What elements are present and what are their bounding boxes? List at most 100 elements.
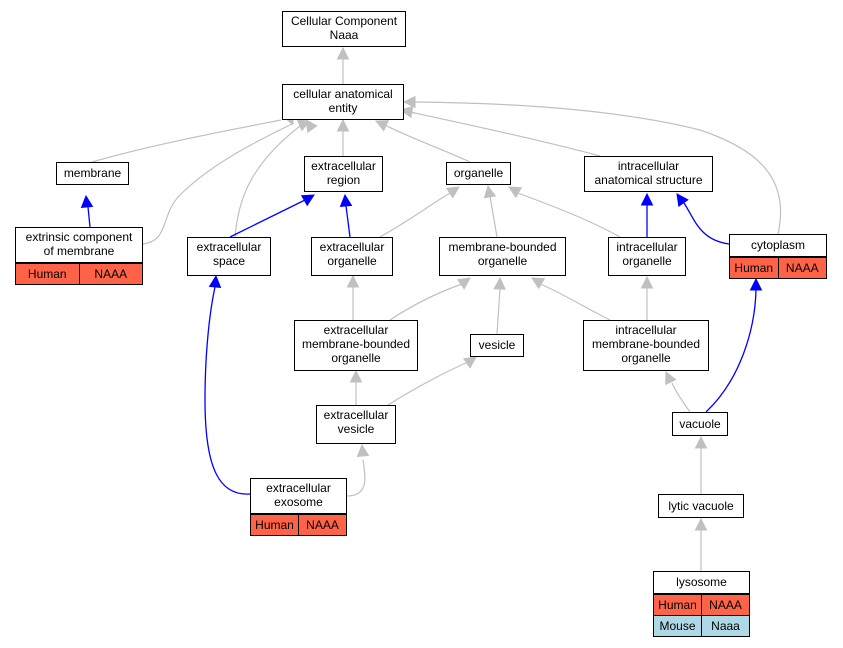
node-label: extracellular space — [196, 240, 262, 268]
arrowhead — [402, 95, 416, 109]
node-extracellular-membrane-bounded-organelle[interactable]: extracellular membrane-bounded organelle — [294, 320, 418, 371]
edge-intracellular-to-entity — [399, 105, 601, 157]
arrowhead — [305, 119, 318, 134]
edge-extorganelle-to-region — [339, 193, 353, 238]
arrowhead — [676, 193, 689, 208]
gene-badge: NAAA — [79, 263, 143, 285]
node-extracellular-organelle[interactable]: extracellular organelle — [311, 237, 393, 276]
annotation-row-human: Human NAAA — [653, 594, 750, 616]
node-label: Cellular Component Naaa — [290, 14, 398, 42]
edge-intraorganelle-to-structure — [640, 192, 654, 237]
arrowhead — [346, 274, 360, 288]
edge-extmbo-to-mbo — [389, 277, 471, 321]
node-label: intracellular membrane-bounded organelle — [591, 323, 701, 365]
arrowhead — [336, 118, 350, 132]
arrowhead — [749, 277, 763, 291]
arrowhead — [531, 277, 546, 290]
annotation-row-human: Human NAAA — [729, 257, 827, 279]
node-label: lytic vacuole — [668, 499, 734, 513]
edge-extrinsic-to-membrane — [80, 194, 94, 228]
species-badge: Human — [15, 263, 80, 285]
arrowhead — [374, 120, 390, 132]
node-intracellular-organelle[interactable]: intracellular organelle — [608, 237, 686, 276]
gene-badge: NAAA — [702, 594, 750, 616]
node-label: intracellular organelle — [616, 240, 678, 268]
gene-badge: NAAA — [778, 257, 827, 279]
arrowhead — [445, 186, 460, 199]
arrowhead — [208, 274, 222, 289]
edge-region-to-entity — [336, 118, 350, 156]
node-label: lysosome — [676, 575, 727, 589]
node-extracellular-exosome[interactable]: extracellular exosome Human NAAA — [250, 478, 347, 536]
node-label: extracellular region — [311, 159, 376, 187]
edge-mbo-to-organelle — [483, 184, 498, 238]
edge-extmbo-to-extorganelle — [346, 274, 360, 320]
node-vesicle[interactable]: vesicle — [470, 334, 524, 357]
arrowhead — [300, 194, 315, 207]
gene-badge: NAAA — [299, 514, 347, 536]
node-label: extrinsic component of membrane — [25, 230, 133, 258]
edge-vacuole-to-intmbo — [665, 370, 691, 413]
edge-exosome-to-extvesicle — [346, 443, 370, 497]
edge-entity-to-component — [336, 46, 350, 84]
node-label: organelle — [453, 166, 504, 180]
arrowhead — [356, 443, 370, 458]
edge-cytoplasm-to-structure — [676, 193, 730, 245]
edge-cytoplasm-to-entity — [402, 95, 782, 235]
species-badge: Mouse — [653, 615, 702, 637]
annotation-row-human: Human NAAA — [250, 514, 347, 536]
gene-badge: Naaa — [702, 615, 750, 637]
edge-exosome-to-space — [204, 274, 251, 495]
node-label: membrane — [63, 166, 122, 180]
arrowhead — [80, 194, 94, 209]
node-label: extracellular exosome — [266, 481, 331, 509]
node-cellular-component[interactable]: Cellular Component Naaa — [282, 11, 406, 47]
edge-intmbo-to-mbo — [531, 277, 611, 321]
arrowhead — [483, 184, 497, 199]
edge-space-to-region — [229, 194, 315, 238]
arrowhead — [456, 277, 471, 290]
node-vacuole[interactable]: vacuole — [672, 412, 728, 436]
edge-extvesicle-to-vesicle — [387, 356, 477, 406]
species-badge: Human — [653, 594, 702, 616]
node-extracellular-region[interactable]: extracellular region — [304, 156, 383, 192]
node-extrinsic-component-of-membrane[interactable]: extrinsic component of membrane Human NA… — [15, 227, 143, 285]
arrowhead — [339, 193, 353, 208]
node-label: vacuole — [679, 417, 721, 431]
edge-lysosome-to-lytic — [694, 517, 708, 571]
arrowhead — [694, 435, 708, 449]
edge-vacuole-to-cytoplasm — [705, 277, 763, 413]
node-lytic-vacuole[interactable]: lytic vacuole — [658, 494, 744, 518]
node-label: intracellular anatomical structure — [594, 159, 703, 187]
edge-vesicle-to-mbo — [493, 276, 506, 335]
node-lysosome[interactable]: lysosome Human NAAA Mouse Naaa — [653, 571, 750, 637]
arrowhead — [493, 276, 506, 290]
arrowhead — [336, 46, 350, 60]
node-label: vesicle — [478, 338, 516, 352]
node-label: cellular anatomical entity — [293, 87, 393, 115]
edge-extrinsic-to-entity — [142, 118, 310, 245]
node-cellular-anatomical-entity[interactable]: cellular anatomical entity — [282, 84, 404, 120]
node-extracellular-space[interactable]: extracellular space — [187, 237, 271, 276]
node-label: cytoplasm — [750, 238, 806, 252]
annotation-row-human: Human NAAA — [15, 263, 143, 285]
edge-extorganelle-to-organelle — [379, 186, 460, 238]
node-label: extracellular vesicle — [323, 408, 389, 436]
arrowhead — [694, 517, 708, 531]
node-label: extracellular membrane-bounded organelle — [301, 323, 411, 365]
node-cytoplasm[interactable]: cytoplasm Human NAAA — [729, 234, 827, 279]
annotation-row-mouse: Mouse Naaa — [653, 615, 750, 637]
edge-extvesicle-to-extmbo — [349, 369, 363, 405]
edge-space-to-entity — [234, 119, 318, 238]
arrowhead — [462, 356, 477, 369]
node-intracellular-anatomical-structure[interactable]: intracellular anatomical structure — [584, 156, 713, 192]
edge-organelle-to-entity — [374, 120, 471, 163]
node-membrane[interactable]: membrane — [56, 162, 129, 185]
node-membrane-bounded-organelle[interactable]: membrane-bounded organelle — [439, 237, 566, 276]
node-extracellular-vesicle[interactable]: extracellular vesicle — [316, 405, 396, 444]
node-organelle[interactable]: organelle — [446, 162, 511, 185]
arrowhead — [508, 186, 523, 199]
arrowhead — [640, 192, 654, 206]
node-intracellular-membrane-bounded-organelle[interactable]: intracellular membrane-bounded organelle — [583, 320, 709, 371]
